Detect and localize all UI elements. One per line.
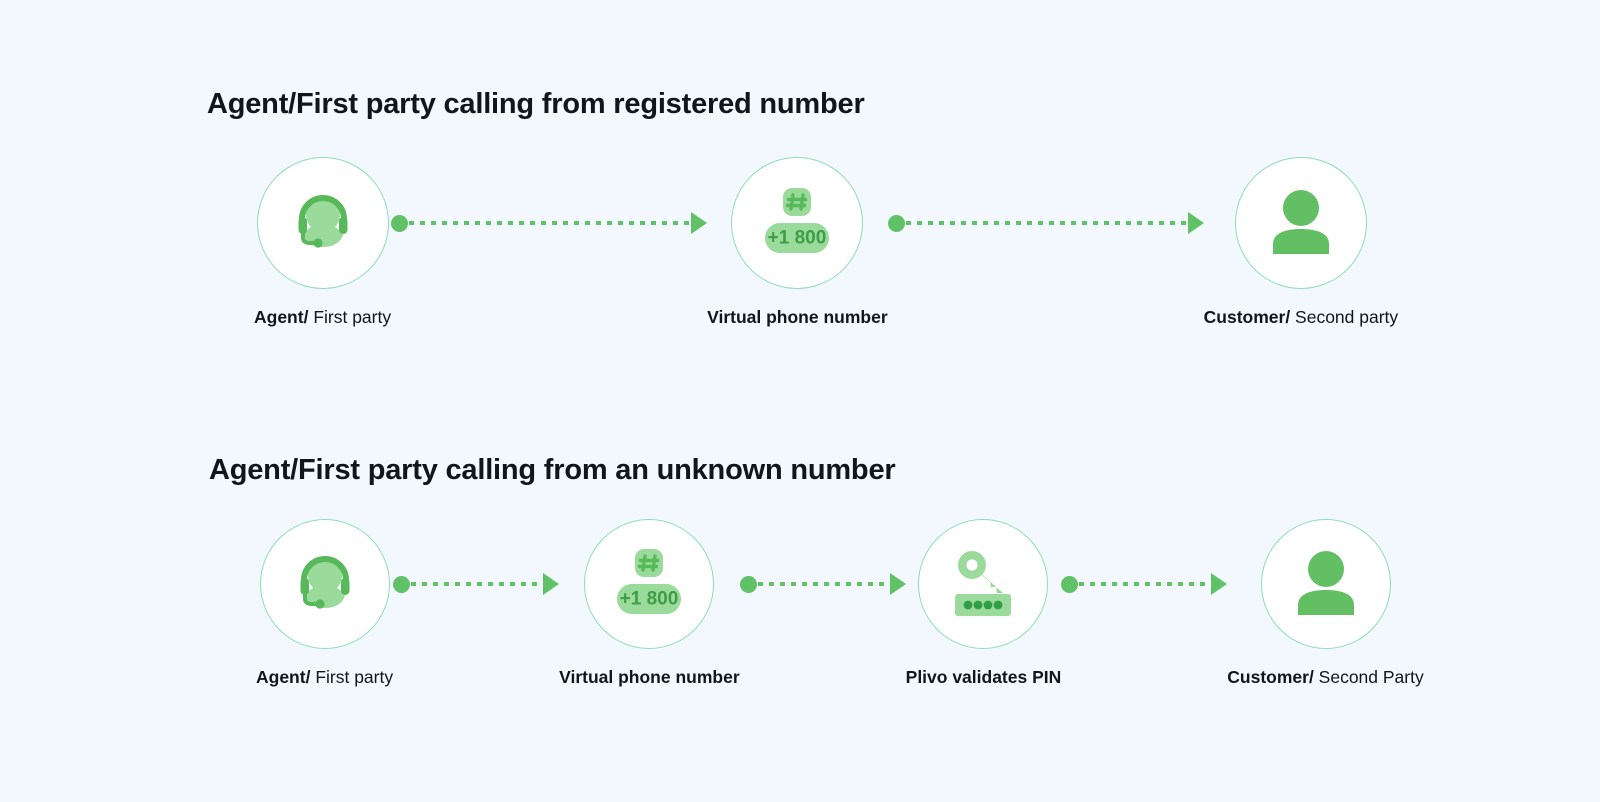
label-bold: Virtual phone number bbox=[707, 307, 888, 327]
label-bold: Plivo validates PIN bbox=[905, 667, 1062, 687]
connector-start-dot bbox=[393, 575, 411, 593]
customer-person-icon bbox=[1268, 188, 1334, 258]
connector-arrowhead-icon bbox=[543, 573, 560, 595]
connector-arrowhead-icon bbox=[691, 212, 708, 234]
node-label: Plivo validates PIN bbox=[906, 667, 1062, 688]
connector-agent-to-virtual-number bbox=[391, 157, 708, 289]
section-title-unknown-number: Agent/First party calling from an unknow… bbox=[209, 454, 896, 486]
node-circle bbox=[256, 157, 389, 289]
connector-dotted-line bbox=[757, 582, 889, 586]
node-label: Agent/ First party bbox=[256, 667, 393, 688]
connector-agent-to-virtual-number bbox=[393, 519, 560, 649]
label-normal: First party bbox=[308, 307, 392, 327]
node-circle bbox=[1234, 157, 1367, 289]
node-plivo-validates-pin: Plivo validates PIN bbox=[906, 519, 1062, 688]
node-customer-second-party: Customer/ Second Party bbox=[1227, 519, 1424, 688]
connector-dotted-line bbox=[409, 221, 691, 225]
node-circle bbox=[1260, 519, 1391, 649]
connector-arrowhead-icon bbox=[889, 573, 906, 595]
virtual-phone-number-icon: +1 800 bbox=[757, 185, 837, 261]
virtual-number-badge-text: +1 800 bbox=[768, 228, 827, 249]
connector-arrowhead-icon bbox=[1187, 212, 1204, 234]
pin-entry-box bbox=[955, 594, 1012, 616]
headset-agent-icon bbox=[287, 546, 363, 622]
node-label: Virtual phone number bbox=[707, 307, 888, 328]
connector-dotted-line bbox=[905, 221, 1187, 225]
connector-arrowhead-icon bbox=[1211, 573, 1228, 595]
key-icon bbox=[958, 551, 1004, 593]
node-label: Customer/ Second party bbox=[1204, 307, 1399, 328]
connector-virtual-number-to-pin bbox=[739, 519, 906, 649]
virtual-number-badge-text: +1 800 bbox=[620, 589, 679, 610]
connector-start-dot bbox=[887, 214, 905, 232]
node-circle bbox=[259, 519, 390, 649]
headset-agent-icon bbox=[285, 185, 361, 261]
node-agent-first-party: Agent/ First party bbox=[254, 157, 391, 328]
connector-start-dot bbox=[739, 575, 757, 593]
label-normal: Second Party bbox=[1313, 667, 1424, 687]
connector-start-dot bbox=[391, 214, 409, 232]
node-label: Customer/ Second Party bbox=[1227, 667, 1423, 688]
virtual-phone-number-icon: +1 800 bbox=[609, 546, 689, 622]
label-bold: Customer/ bbox=[1227, 667, 1314, 687]
node-label: Virtual phone number bbox=[559, 667, 740, 688]
node-circle: +1 800 bbox=[584, 519, 715, 649]
connector-pin-to-customer bbox=[1061, 519, 1228, 649]
customer-person-icon bbox=[1293, 549, 1359, 619]
label-normal: Second party bbox=[1290, 307, 1399, 327]
node-circle: +1 800 bbox=[731, 157, 864, 289]
key-pin-icon bbox=[943, 546, 1023, 622]
flow-row-unknown-number: Agent/ First party +1 800 bbox=[256, 519, 1424, 688]
connector-dotted-line bbox=[1079, 582, 1211, 586]
label-bold: Customer/ bbox=[1203, 307, 1291, 327]
connector-start-dot bbox=[1061, 575, 1079, 593]
connector-dotted-line bbox=[411, 582, 543, 586]
label-bold: Agent/ bbox=[256, 667, 311, 687]
label-normal: First party bbox=[310, 667, 394, 687]
node-customer-second-party: Customer/ Second party bbox=[1204, 157, 1399, 328]
node-label: Agent/ First party bbox=[254, 307, 391, 328]
node-virtual-phone-number: +1 800 Virtual phone number bbox=[559, 519, 740, 688]
label-bold: Virtual phone number bbox=[559, 667, 740, 687]
node-virtual-phone-number: +1 800 Virtual phone number bbox=[707, 157, 888, 328]
section-title-registered-number: Agent/First party calling from registere… bbox=[207, 88, 865, 120]
node-circle bbox=[918, 519, 1049, 649]
node-agent-first-party: Agent/ First party bbox=[256, 519, 393, 688]
label-bold: Agent/ bbox=[254, 307, 309, 327]
flow-row-registered-number: Agent/ First party +1 800 bbox=[254, 157, 1398, 328]
connector-virtual-number-to-customer bbox=[887, 157, 1204, 289]
